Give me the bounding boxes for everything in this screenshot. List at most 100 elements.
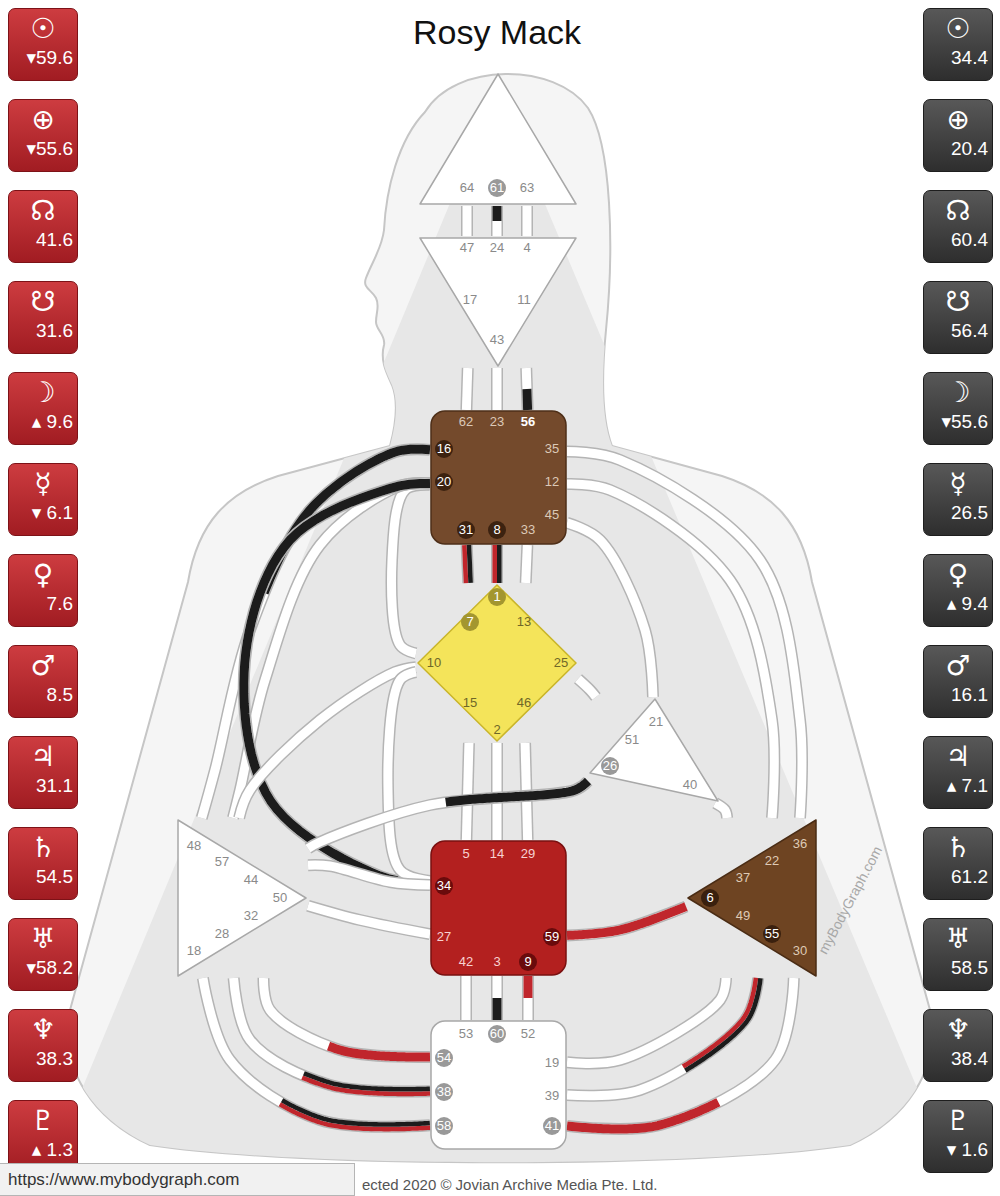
channel-body bbox=[493, 206, 502, 236]
gate-activation bbox=[435, 1117, 453, 1135]
channel bbox=[233, 483, 430, 818]
channel bbox=[526, 368, 527, 410]
gate-number: 6 bbox=[706, 891, 713, 905]
channel-activation bbox=[524, 976, 533, 998]
gate-number: 58 bbox=[437, 1119, 451, 1133]
channel bbox=[466, 743, 469, 840]
planet-glyph: ⊕ bbox=[928, 103, 988, 137]
gate-number: 44 bbox=[244, 873, 258, 887]
planet-box: ♀▴ 9.4 bbox=[923, 554, 993, 627]
gate-number: 17 bbox=[463, 293, 477, 307]
copyright-note: ected 2020 © Jovian Archive Media Pte. L… bbox=[362, 1176, 657, 1193]
channel-body bbox=[234, 978, 430, 1092]
planet-glyph: ☽ bbox=[928, 376, 988, 410]
gate-number: 1 bbox=[493, 590, 500, 604]
gate-activation bbox=[435, 473, 453, 491]
gate-number: 21 bbox=[649, 715, 663, 729]
channel bbox=[495, 545, 500, 583]
channel bbox=[308, 906, 430, 934]
energy-center: 1713102515462 bbox=[416, 583, 578, 743]
channel-activation bbox=[282, 1100, 430, 1124]
energy-center: 646163 bbox=[418, 72, 578, 206]
gate-number: 33 bbox=[521, 523, 535, 537]
planet-glyph: ☉ bbox=[13, 12, 73, 46]
channel-outline bbox=[491, 545, 503, 583]
energy-center: 3622376495530 bbox=[686, 818, 818, 978]
gate-number: 35 bbox=[545, 442, 559, 456]
chart-title: Rosy Mack bbox=[0, 12, 994, 52]
channel-body bbox=[202, 449, 430, 818]
gate-number: 59 bbox=[545, 930, 559, 944]
channel bbox=[567, 978, 794, 1129]
gate-number: 55 bbox=[765, 927, 779, 941]
channel bbox=[308, 781, 588, 849]
gate-activation bbox=[461, 613, 479, 631]
gate-number: 51 bbox=[625, 733, 639, 747]
planet-box: ♆38.3 bbox=[8, 1009, 78, 1082]
channel bbox=[567, 451, 802, 818]
planet-glyph: ♇ bbox=[13, 1104, 73, 1138]
channel bbox=[466, 976, 467, 1020]
planet-box: ☽▴ 9.6 bbox=[8, 372, 78, 445]
center-shape bbox=[418, 585, 576, 741]
channel-outline bbox=[308, 906, 430, 934]
planet-box: ☊41.6 bbox=[8, 190, 78, 263]
planet-glyph: ♄ bbox=[13, 831, 73, 865]
center-shape bbox=[178, 820, 306, 976]
channel-activation bbox=[244, 483, 430, 883]
gate-activation bbox=[488, 1025, 506, 1043]
channel-body bbox=[493, 545, 502, 583]
channel-activation bbox=[522, 389, 532, 410]
gate-number: 36 bbox=[793, 837, 807, 851]
planet-glyph: ♀ bbox=[928, 558, 988, 592]
gate-number: 54 bbox=[437, 1051, 451, 1065]
planet-box: ☿26.5 bbox=[923, 463, 993, 536]
channel-activation bbox=[493, 206, 502, 221]
planet-glyph: ♆ bbox=[13, 1013, 73, 1047]
channel-body bbox=[567, 907, 686, 936]
planet-glyph: ☊ bbox=[928, 194, 988, 228]
planet-box: ☉34.4 bbox=[923, 8, 993, 81]
gate-number: 37 bbox=[736, 871, 750, 885]
gate-activation bbox=[543, 928, 561, 946]
channel bbox=[467, 206, 468, 236]
planet-box: ☊60.4 bbox=[923, 190, 993, 263]
center-shape bbox=[590, 699, 718, 801]
gate-number: 50 bbox=[273, 891, 287, 905]
channel-outline bbox=[715, 803, 727, 818]
planet-glyph: ♃ bbox=[13, 740, 73, 774]
center-outline bbox=[588, 697, 720, 803]
gate-line-value: ▾55.6 bbox=[13, 137, 73, 161]
channel-outline bbox=[578, 679, 596, 697]
planet-box: ♂8.5 bbox=[8, 645, 78, 718]
channel bbox=[388, 672, 430, 881]
gate-number: 34 bbox=[437, 879, 451, 893]
channel-outline bbox=[461, 206, 473, 236]
channel-body bbox=[466, 743, 469, 840]
channel-outline bbox=[466, 368, 467, 410]
channel-outline bbox=[392, 485, 430, 654]
gate-activation bbox=[488, 179, 506, 197]
channel-activation bbox=[469, 545, 471, 583]
energy-center: 536052541938395841 bbox=[430, 1020, 567, 1150]
center-shape bbox=[431, 1021, 566, 1149]
planet-box: ☋56.4 bbox=[923, 281, 993, 354]
channel-activation bbox=[304, 1073, 430, 1089]
channel-outline bbox=[491, 976, 503, 1020]
channel-body bbox=[526, 368, 527, 410]
gate-number: 19 bbox=[545, 1056, 559, 1070]
gate-line-value: 26.5 bbox=[928, 501, 988, 525]
gate-line-value: ▾ 6.1 bbox=[13, 501, 73, 525]
channel-activation bbox=[464, 545, 466, 583]
planet-glyph: ☋ bbox=[928, 285, 988, 319]
gate-number: 61 bbox=[490, 181, 504, 195]
center-shape bbox=[431, 841, 566, 975]
gate-number: 4 bbox=[523, 241, 530, 255]
gate-line-value: 61.2 bbox=[928, 865, 988, 889]
channel bbox=[497, 368, 498, 410]
planet-box: ☿▾ 6.1 bbox=[8, 463, 78, 536]
gate-line-value: 20.4 bbox=[928, 137, 988, 161]
gate-activation bbox=[601, 757, 619, 775]
gate-number: 48 bbox=[187, 839, 201, 853]
channel-body bbox=[308, 781, 588, 849]
